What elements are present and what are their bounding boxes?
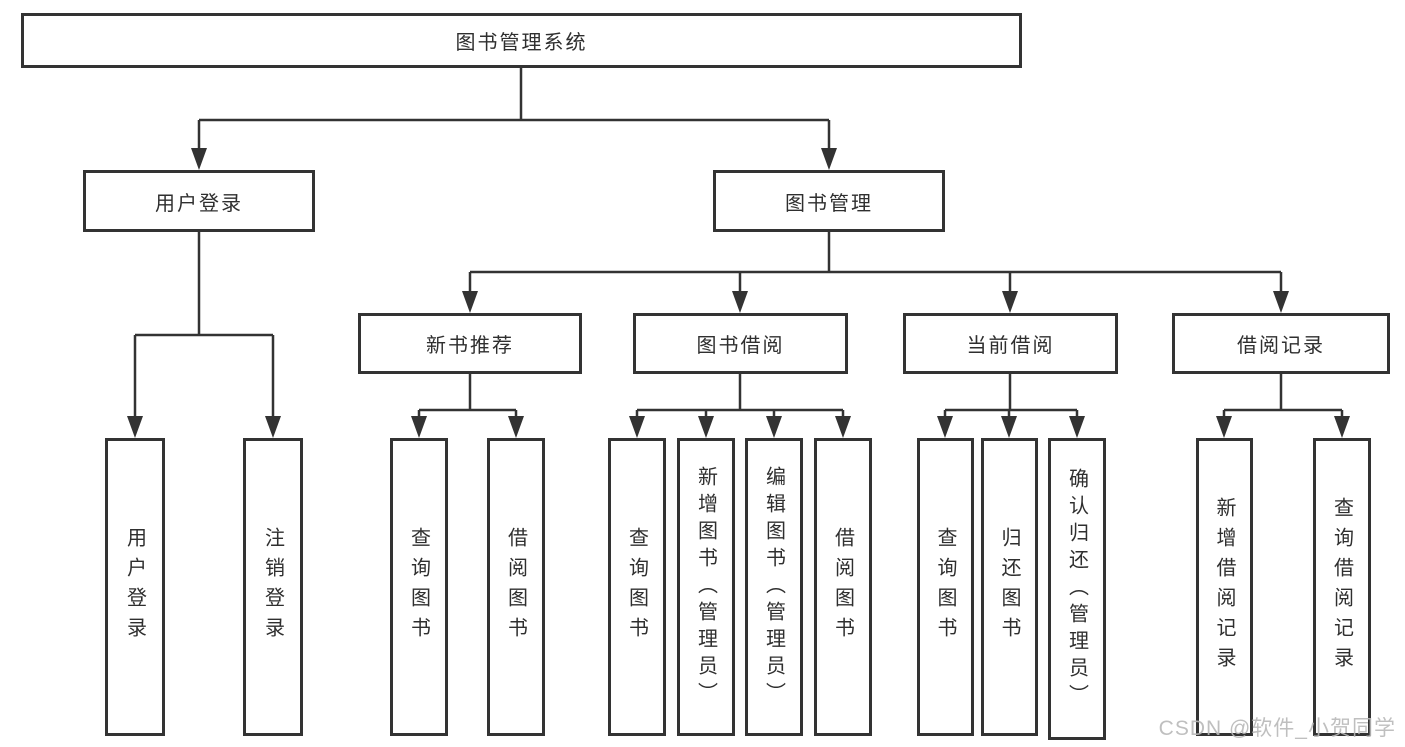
node-add-borrow-record: 新增借阅记录 (1196, 438, 1253, 736)
node-confirm-return-admin: 确认归还（管理员） (1048, 438, 1106, 740)
node-current-borrowing: 当前借阅 (903, 313, 1118, 374)
node-query-books-borrowing: 查询图书 (608, 438, 666, 736)
node-edit-books-admin: 编辑图书（管理员） (745, 438, 803, 736)
node-borrowing-records: 借阅记录 (1172, 313, 1390, 374)
node-borrow-books: 借阅图书 (814, 438, 872, 736)
node-user-login: 用户登录 (105, 438, 165, 736)
node-book-borrowing: 图书借阅 (633, 313, 848, 374)
node-borrow-books-recommend: 借阅图书 (487, 438, 545, 736)
node-query-books-recommend: 查询图书 (390, 438, 448, 736)
node-user-login-group: 用户登录 (83, 170, 315, 232)
csdn-watermark: CSDN @软件_小贺同学 (1158, 717, 1396, 740)
node-new-book-recommend: 新书推荐 (358, 313, 582, 374)
node-add-books-admin: 新增图书（管理员） (677, 438, 735, 736)
node-logout: 注销登录 (243, 438, 303, 736)
node-query-borrow-record: 查询借阅记录 (1313, 438, 1371, 736)
node-return-books: 归还图书 (981, 438, 1038, 736)
node-library-management-system: 图书管理系统 (21, 13, 1022, 68)
node-book-management: 图书管理 (713, 170, 945, 232)
node-query-books-current: 查询图书 (917, 438, 974, 736)
